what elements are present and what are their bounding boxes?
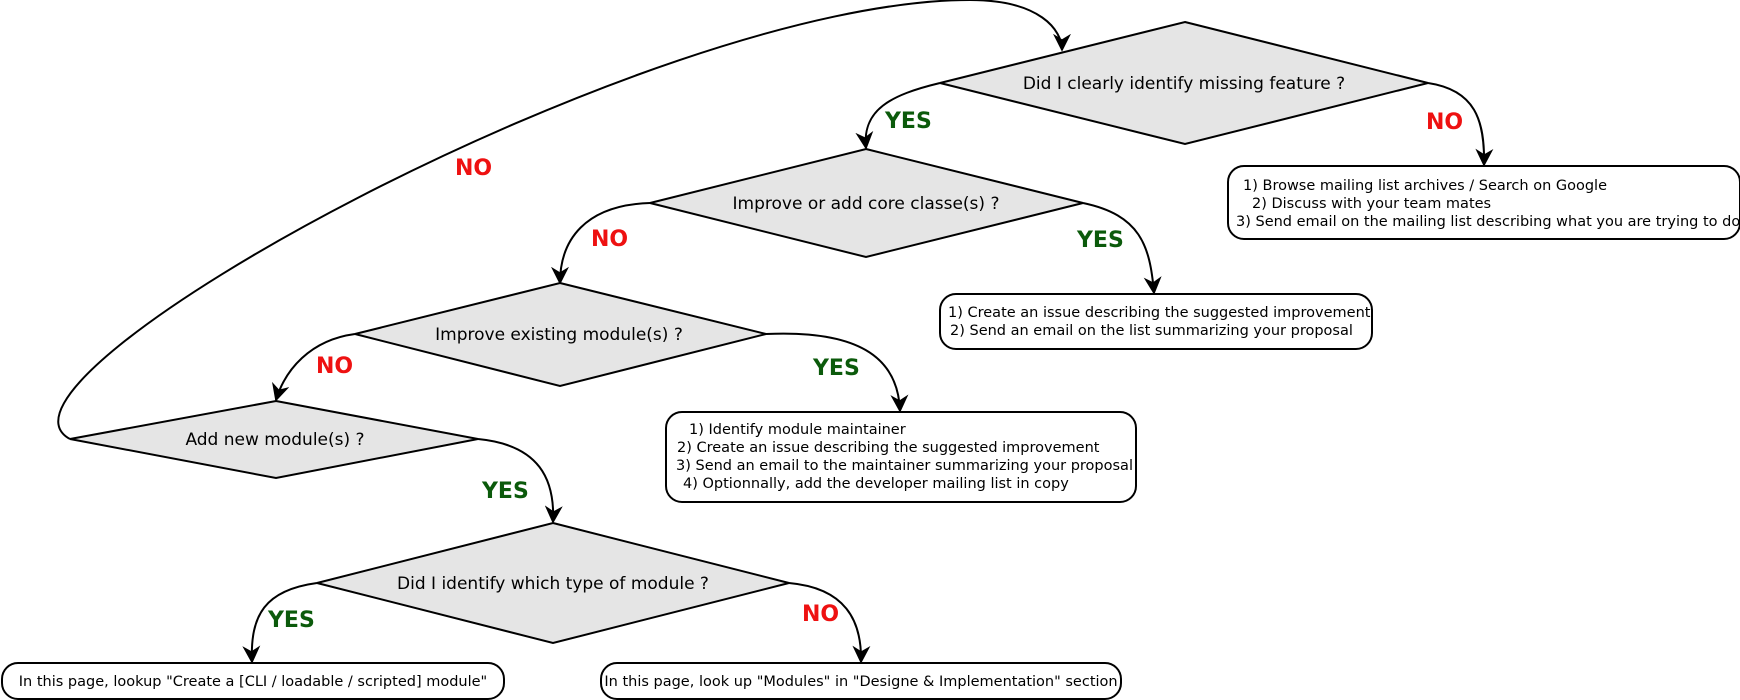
outcome-core-issue-line-1: 1) Create an issue describing the sugges… — [948, 305, 1371, 321]
edge-type-yes — [242, 582, 318, 664]
label-yes-existing: YES — [812, 356, 860, 381]
decision-new-module: Add new module(s) ? — [69, 399, 479, 480]
edge-existing-yes — [765, 332, 909, 413]
edge-type-no — [788, 582, 871, 664]
decision-existing-module-label: Improve existing module(s) ? — [435, 325, 683, 345]
label-no-core: NO — [591, 227, 628, 252]
outcome-core-issue-line-2: 2) Send an email on the list summarizing… — [950, 323, 1353, 339]
decision-core-classes-label: Improve or add core classe(s) ? — [733, 194, 1000, 214]
edge-existing-no — [272, 333, 356, 402]
label-yes-new: YES — [481, 479, 529, 504]
edge-missing-no — [1427, 82, 1494, 167]
edge-missing-yes — [855, 82, 941, 150]
outcome-create-module: In this page, lookup "Create a [CLI / lo… — [1, 662, 505, 700]
outcome-browse-line-2: 2) Discuss with your team mates — [1252, 196, 1491, 212]
outcome-browse-line-1: 1) Browse mailing list archives / Search… — [1243, 178, 1607, 194]
outcome-maintainer-line-3: 3) Send an email to the maintainer summa… — [676, 458, 1133, 474]
label-no-existing: NO — [316, 354, 353, 379]
edge-core-yes — [1082, 202, 1162, 295]
outcome-modules-section: In this page, look up "Modules" in "Desi… — [600, 662, 1122, 700]
label-yes-core: YES — [1076, 228, 1124, 253]
outcome-create-module-label: In this page, lookup "Create a [CLI / lo… — [19, 674, 487, 690]
label-yes-type: YES — [267, 608, 315, 633]
label-no-type: NO — [802, 602, 839, 627]
decision-core-classes: Improve or add core classe(s) ? — [649, 147, 1084, 259]
outcome-maintainer-line-1: 1) Identify module maintainer — [689, 422, 906, 438]
decision-new-module-label: Add new module(s) ? — [185, 430, 364, 450]
label-no-missing: NO — [1426, 110, 1463, 135]
outcome-browse-line-3: 3) Send email on the mailing list descri… — [1236, 214, 1740, 230]
edge-new-yes — [477, 438, 563, 524]
outcome-maintainer-line-2: 2) Create an issue describing the sugges… — [677, 440, 1100, 456]
decision-existing-module: Improve existing module(s) ? — [354, 281, 767, 388]
outcome-core-issue: 1) Create an issue describing the sugges… — [939, 293, 1373, 350]
outcome-modules-section-label: In this page, look up "Modules" in "Desi… — [604, 674, 1117, 690]
decision-missing-feature-label: Did I clearly identify missing feature ? — [1023, 74, 1345, 94]
outcome-maintainer-line-4: 4) Optionnally, add the developer mailin… — [683, 476, 1069, 492]
edge-core-no — [551, 202, 651, 285]
decision-module-type: Did I identify which type of module ? — [316, 521, 790, 645]
decision-missing-feature: Did I clearly identify missing feature ? — [939, 20, 1429, 146]
label-no-loop: NO — [455, 156, 492, 181]
edge-new-no-loop — [57, 0, 1071, 440]
label-yes-missing: YES — [884, 109, 932, 134]
decision-module-type-label: Did I identify which type of module ? — [397, 574, 709, 594]
outcome-browse: 1) Browse mailing list archives / Search… — [1227, 165, 1740, 240]
outcome-module-maintainer: 1) Identify module maintainer 2) Create … — [665, 411, 1137, 503]
